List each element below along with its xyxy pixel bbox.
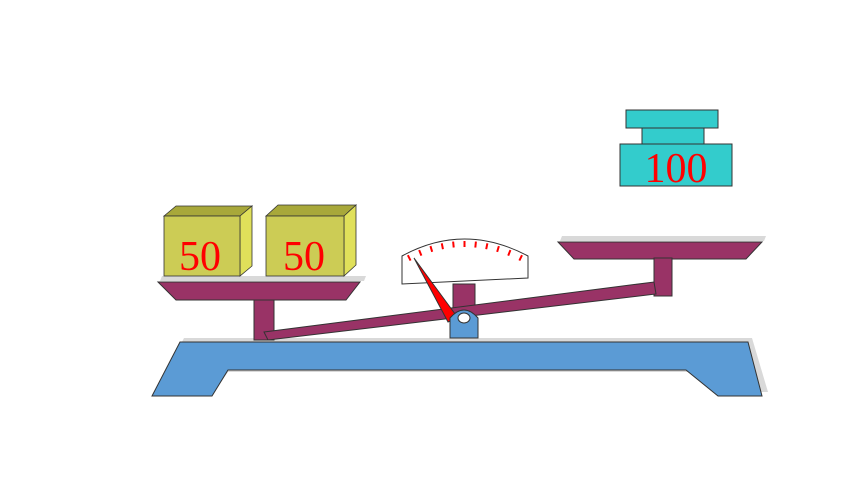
left-block-1-face: [163, 215, 241, 277]
dial-tick: [496, 245, 500, 253]
dial-tick: [452, 241, 455, 248]
right-weight: 100: [619, 109, 733, 192]
left-block-2: 50: [264, 204, 358, 280]
dial-tick: [485, 243, 489, 250]
dial-tick: [518, 254, 523, 262]
dial-tick: [406, 254, 412, 261]
left-block-2-label: 50: [283, 234, 325, 280]
scale-dial: [401, 238, 529, 285]
left-block-1: 50: [162, 205, 254, 280]
pivot-hole: [457, 312, 471, 324]
left-block-1-side: [239, 205, 253, 277]
right-weight-cap: [625, 109, 719, 129]
dial-tick: [429, 245, 434, 253]
right-weight-label: 100: [645, 146, 708, 192]
right-post: [653, 257, 673, 297]
left-block-2-face: [265, 215, 345, 277]
right-pan: [556, 241, 764, 260]
scale-base: [151, 341, 763, 397]
dial-tick: [440, 243, 444, 250]
dial-tick: [507, 249, 512, 257]
right-weight-neck: [641, 127, 705, 145]
left-block-2-side: [343, 204, 357, 277]
dial-tick: [418, 249, 423, 257]
left-block-1-label: 50: [179, 234, 221, 280]
dial-tick: [474, 241, 477, 248]
left-pan-shadow: [160, 276, 366, 281]
right-pan-shadow: [560, 236, 766, 241]
right-weight-body: [619, 143, 733, 187]
dial-ticks: [406, 241, 523, 262]
pivot-mount: [449, 309, 479, 339]
left-block-2-top: [264, 204, 358, 217]
left-block-1-top: [162, 205, 254, 217]
left-pan: [156, 281, 362, 301]
